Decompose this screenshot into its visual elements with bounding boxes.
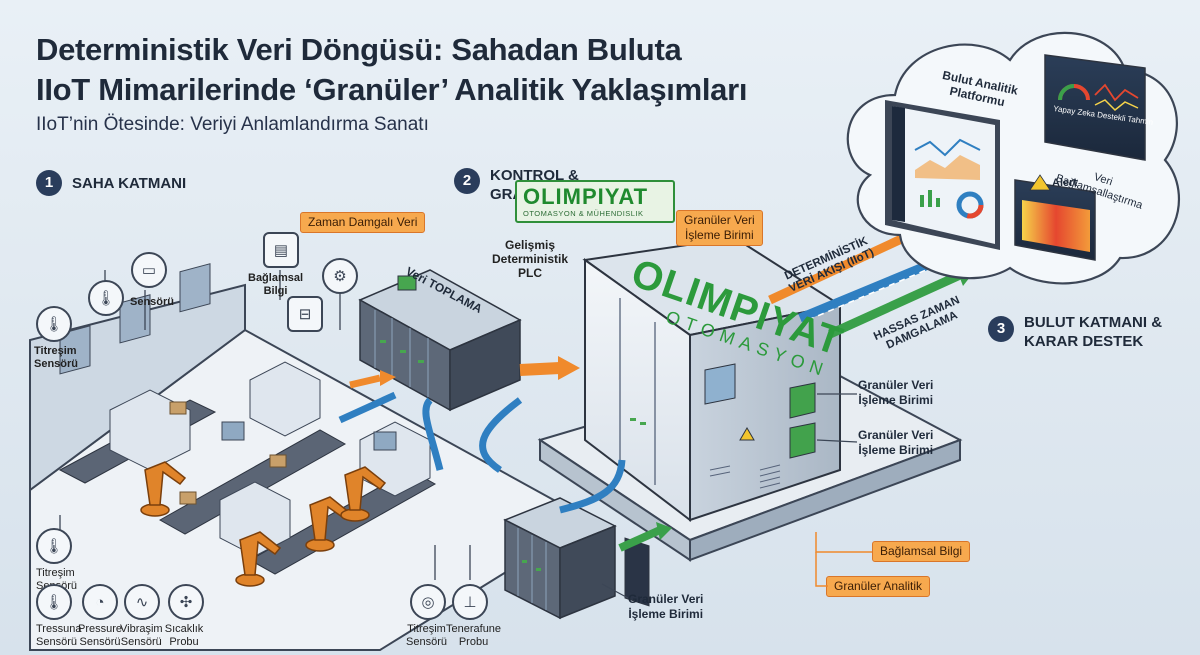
sensor-icon: ▭ (131, 252, 167, 288)
waveform-icon: ∿ (124, 584, 160, 620)
sensor-label: Sensörü (130, 296, 175, 308)
granular-unit-leader-lines (816, 393, 858, 443)
granular-unit-label-bottom: Granüler Veri İşleme Birimi (628, 592, 704, 621)
bottom-leader-line (601, 583, 629, 599)
sensor-item-7-label: Tenerafune Probu (446, 623, 502, 648)
alert-label: Alert (1052, 177, 1078, 189)
fan-icon: ✣ (168, 584, 204, 620)
title-line-2: IIoT Mimarilerinde ‘Granüler’ Analitik Y… (36, 72, 748, 107)
vibration-sensor-label: Titreşim Sensörü (34, 345, 79, 370)
step-3-label-line-1: BULUT KATMANI & (1024, 314, 1163, 331)
granular-analytics-tag: Granüler Analitik (826, 576, 931, 597)
sensor-item-4: ∿ Vibraşim Sensörü (120, 584, 163, 649)
brand-logo-name: OLIMPIYAT (523, 184, 649, 209)
temperature-sensor-icon: 🌡 (88, 280, 124, 316)
sensor-item-7: ⊥ Tenerafune Probu (446, 584, 501, 649)
contextual-info-label: Bağlamsal Bilgi (248, 272, 304, 297)
sensor-item-4-label: Vibraşim Sensörü (120, 623, 163, 648)
sensor-item-6-label: Titreşim Sensörü (406, 623, 447, 648)
page-subtitle: IIoT’nin Ötesinde: Veriyi Anlamlandırma … (36, 114, 429, 135)
sensor-item-5-label: Sıcaklık Probu (164, 623, 204, 648)
sensor-item-6: ◎ Titreşim Sensörü (406, 584, 447, 649)
thermometer-icon: 🌡 (36, 528, 72, 564)
gear-icon: ⚙ (322, 258, 358, 294)
brand-logo: OLIMPIYAT OTOMASYON & MÜHENDISLIK (515, 180, 675, 223)
data-collection-rack (358, 269, 522, 412)
sensor-item-3-label: Pressure Sensörü (78, 623, 123, 648)
step-3-label-line-2: KARAR DESTEK (1024, 333, 1144, 350)
vibration-sensor-icon: 🌡 (36, 306, 72, 342)
step-2-badge: 2 (454, 168, 480, 194)
step-2-label-line-1: KONTROL & (490, 167, 579, 184)
timestamp-tag: Zaman Damgalı Veri (300, 212, 426, 233)
tag-connector-lines (815, 532, 872, 587)
sensor-item-2-label: Tressuna Sensörü (36, 623, 82, 648)
cloud-platform (846, 31, 1180, 285)
control-cabinet (537, 236, 963, 607)
step-3-badge: 3 (988, 316, 1014, 342)
factory-floor (29, 263, 592, 651)
contextual-info-tag: Bağlamsal Bilgi (872, 541, 971, 562)
granular-unit-label-1: Granüler Veri İşleme Birimi (858, 378, 934, 407)
granular-unit-tag: Granüler Veri İşleme Birimi (676, 210, 763, 246)
title-line-1: Deterministik Veri Döngüsü: Sahadan Bulu… (36, 32, 682, 67)
probe-icon: ⊥ (452, 584, 488, 620)
thermometer-icon: 🌡 (36, 584, 72, 620)
bottom-plc-rack (503, 497, 617, 620)
gauge-icon: ◔ (82, 584, 118, 620)
contextual-info-icon: ▤ (263, 232, 299, 268)
vibration-icon: ◎ (410, 584, 446, 620)
page-title: Deterministik Veri Döngüsü: Sahadan Bulu… (36, 30, 747, 110)
step-1-badge: 1 (36, 170, 62, 196)
sensor-item-5: ✣ Sıcaklık Probu (164, 584, 204, 649)
step-3-label: BULUT KATMANI & KARAR DESTEK (1024, 313, 1162, 351)
pressure-sensor-icon: ⊟ (287, 296, 323, 332)
step-1-label: SAHA KATMANI (72, 175, 187, 192)
sensor-item-3: ◔ Pressure Sensörü (78, 584, 122, 649)
granular-unit-label-2: Granüler Veri İşleme Birimi (858, 428, 934, 457)
brand-logo-tagline: OTOMASYON & MÜHENDISLIK (523, 209, 644, 218)
advanced-plc-label: Gelişmiş Deterministik PLC (492, 238, 569, 280)
sensor-item-2: 🌡 Tressuna Sensörü (36, 584, 81, 649)
